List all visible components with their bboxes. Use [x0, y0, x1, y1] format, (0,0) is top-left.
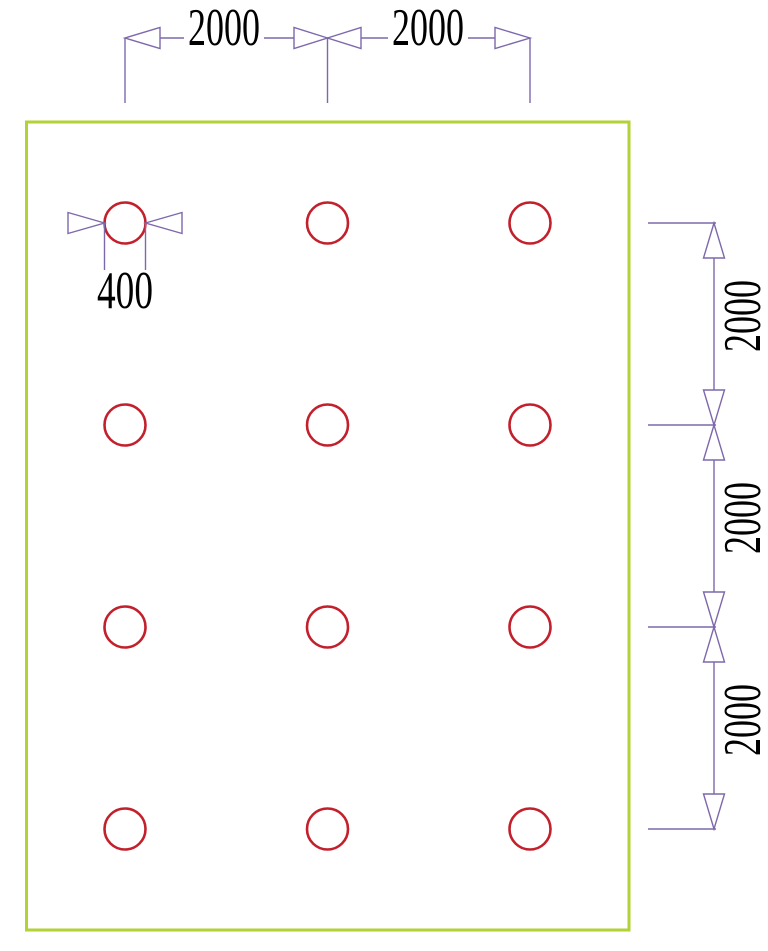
arrowhead-mid-left [325, 26, 362, 50]
arrowhead-right [67, 211, 108, 235]
top-dimension: 2000 2000 [122, 0, 533, 103]
arrowhead-down [702, 591, 726, 630]
arrowhead-up [702, 624, 726, 663]
hole-circle [305, 807, 350, 851]
arrowhead-left [122, 26, 161, 50]
dimension-label-hole-diameter: 400 [97, 262, 153, 320]
arrowhead-mid-right [293, 26, 330, 50]
hole-circle [305, 201, 350, 245]
hole-circle [103, 403, 147, 447]
plate-outline [25, 120, 631, 932]
hole-circle [103, 605, 147, 649]
dimension-label-right-2: 2000 [714, 482, 768, 554]
hole-circle [508, 201, 552, 245]
label-background [388, 8, 468, 48]
hole-circle [508, 605, 552, 649]
label-background [184, 8, 264, 48]
hole-circle [305, 403, 350, 447]
arrowhead-down [702, 793, 726, 832]
dimension-label-right-3: 2000 [714, 684, 768, 756]
arrowhead-down [702, 389, 726, 428]
hole-circle [508, 403, 552, 447]
hole-circle [508, 807, 552, 851]
hole-diameter-dimension: 400 [67, 211, 183, 320]
hole-circle [305, 605, 350, 649]
arrowhead-up [702, 422, 726, 461]
dimension-label-top-1: 2000 [188, 0, 260, 57]
hole-circle [103, 807, 147, 851]
right-dimension: 2000 2000 2000 [648, 220, 768, 832]
dimension-label-right-1: 2000 [714, 280, 768, 352]
hole-circle [103, 201, 147, 245]
arrowhead-right [494, 26, 533, 50]
arrowhead-left [142, 211, 183, 235]
hole-grid [103, 201, 552, 851]
dimension-label-top-2: 2000 [392, 0, 464, 57]
arrowhead-up [702, 220, 726, 259]
